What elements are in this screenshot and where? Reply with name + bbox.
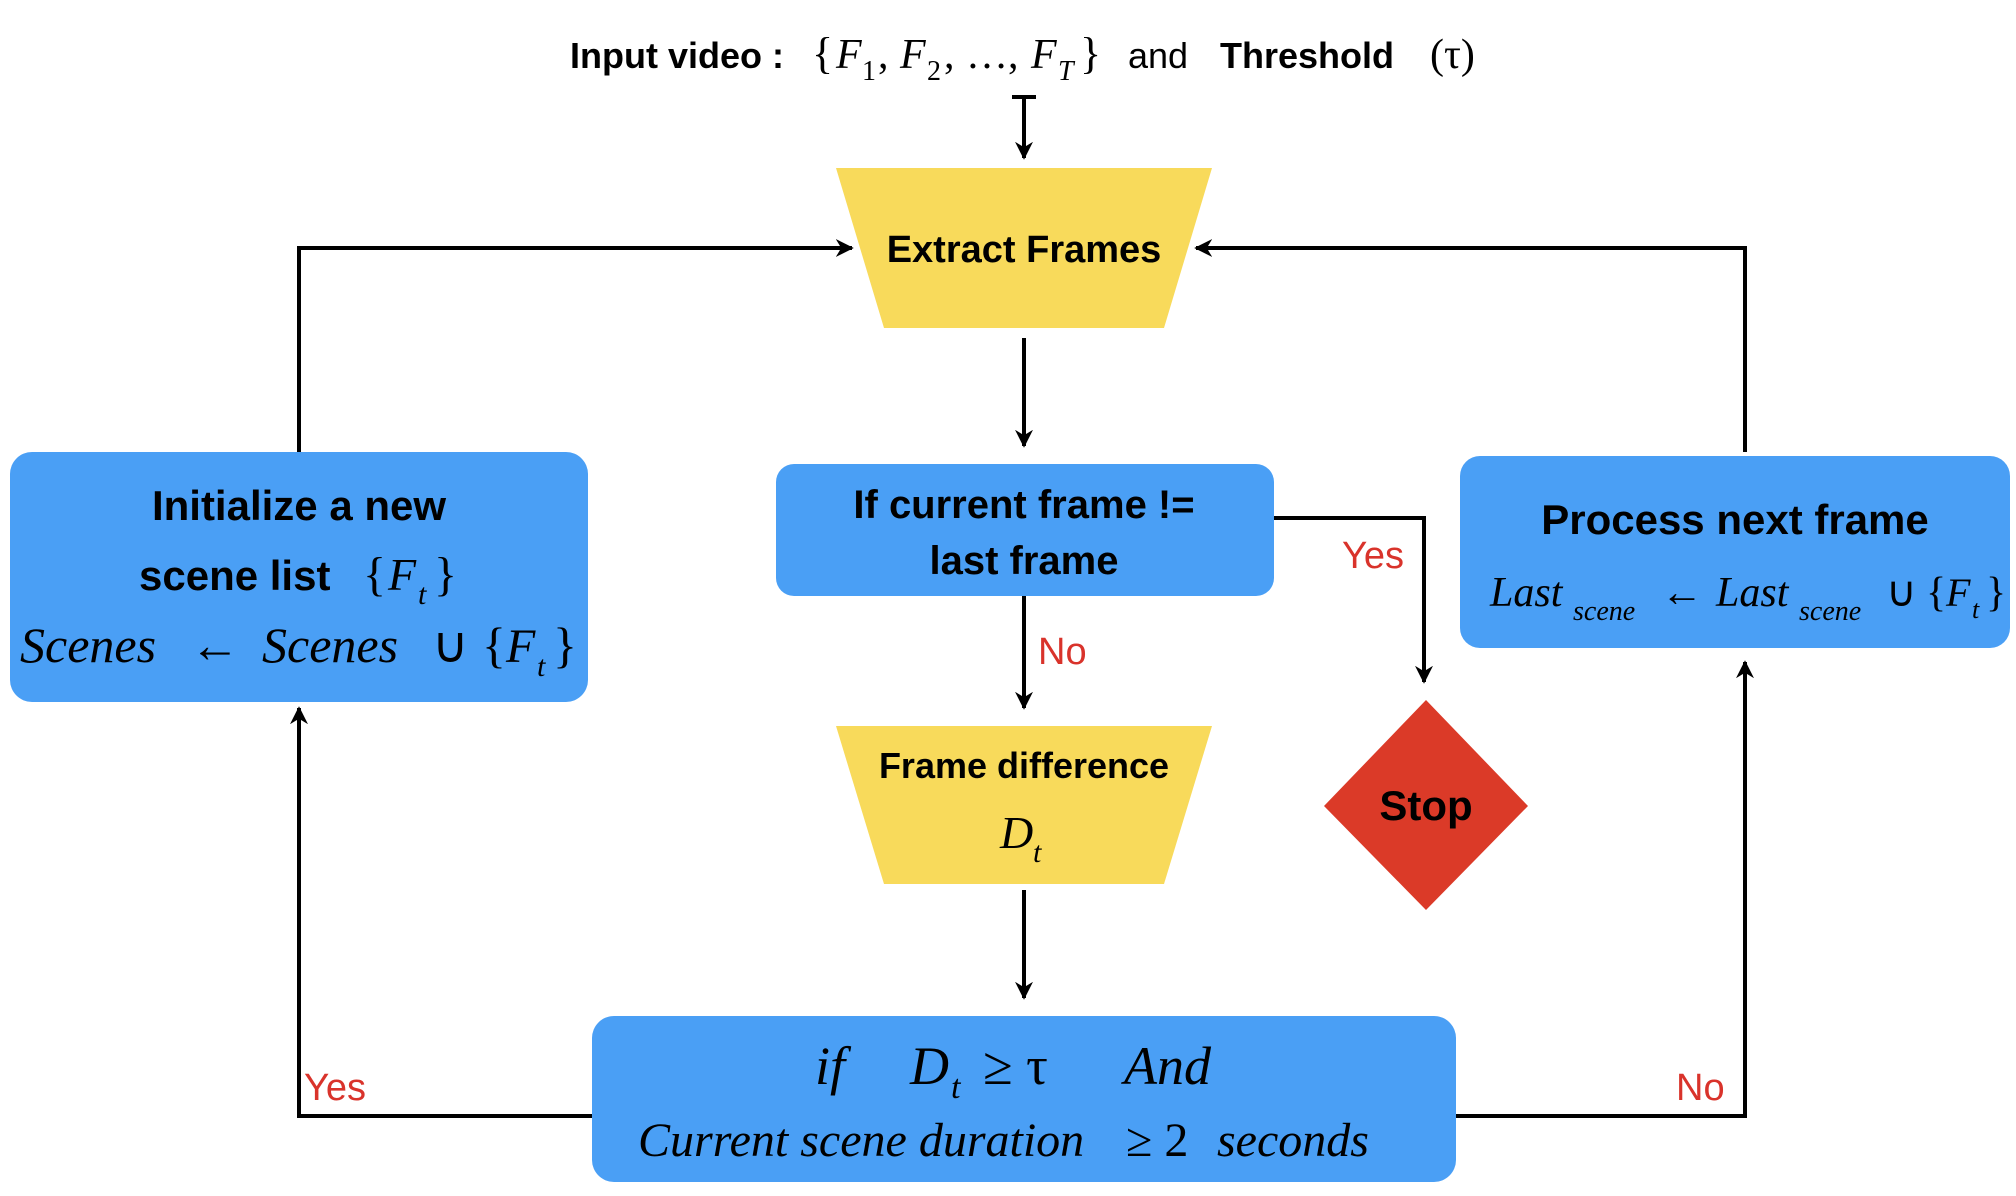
extract-frames-label: Extract Frames [887,229,1162,271]
input-set-open-brace: { [812,29,833,78]
process-f-symbol: F [1945,570,1971,615]
initialize-f-subscript: t [418,578,427,611]
process-sub-a: scene [1573,596,1635,627]
process-next-frame-node: Process next frame Last scene ← Last sce… [1460,456,2010,648]
stop-label: Stop [1379,782,1472,829]
arrow-initialize-to-extract [297,239,854,452]
input-header: Input video : { F 1 , F 2 , … , F T } an… [570,29,1475,87]
frame-difference-symbol: D [999,807,1033,858]
condition-duration-relation: ≥ 2 [1126,1114,1188,1167]
initialize-line2: scene list [139,552,330,599]
initialize-f2-subscript: t [537,650,546,683]
input-set-close-brace: } [1080,29,1101,78]
initialize-set-close: } [434,548,457,601]
frame-2-subscript: 2 [927,56,941,87]
initialize-set-open: { [363,548,386,601]
frame-2-symbol: F [899,32,926,78]
initialize-line1: Initialize a new [152,482,446,529]
stop-node: Stop [1324,700,1528,910]
initialize-scene-node: Initialize a new scene list { F t } Scen… [10,452,588,702]
process-arrow: ← [1661,570,1703,616]
condition-duration-text: Current scene duration [638,1114,1084,1167]
edge-label-check-no: No [1038,631,1087,673]
comma-1: , [878,32,889,78]
threshold-tau: (τ) [1430,32,1475,78]
process-set-open: { [1926,570,1946,616]
initialize-f2-symbol: F [505,620,536,673]
condition-relation: ≥ τ [983,1036,1048,1096]
frame-T-symbol: F [1030,32,1057,78]
process-last-b: Last [1715,570,1790,616]
frame-difference-shape [836,726,1212,884]
stop-shape [1324,700,1528,910]
extract-frames-node: Extract Frames [836,168,1212,328]
process-next-frame-shape [1460,456,2010,648]
initialize-scenes-b: Scenes [262,617,398,673]
condition-duration-unit: seconds [1217,1114,1369,1167]
edge-label-condition-yes: Yes [304,1067,366,1109]
scene-condition-node: if D t ≥ τ And Current scene duration ≥ … [592,1016,1456,1182]
arrow-condition-to-process [1456,660,1754,1118]
frame-check-node: If current frame != last frame [776,464,1274,596]
frame-1-subscript: 1 [862,56,876,87]
initialize-scene-shape [10,452,588,702]
extract-frames-shape [836,168,1212,328]
scene-condition-shape [592,1016,1456,1182]
frame-check-line2: last frame [930,539,1119,583]
input-video-label: Input video : [570,35,784,76]
comma-2: , [944,32,955,78]
threshold-label: Threshold [1220,35,1394,76]
initialize-arrow: ← [190,617,240,673]
arrow-condition-to-initialize [290,706,592,1118]
ellipsis: … [966,32,1008,78]
initialize-f-symbol: F [387,549,417,600]
process-sub-b: scene [1799,596,1861,627]
comma-3: , [1008,32,1019,78]
process-union: ∪ [1886,570,1917,616]
process-title: Process next frame [1541,496,1929,543]
process-f-subscript: t [1972,595,1980,624]
arrow-check-to-stop [1274,516,1433,684]
process-last-a: Last [1489,570,1564,616]
initialize-scenes-a: Scenes [20,617,156,673]
process-set-close: } [1986,570,2006,616]
connectors [290,95,1754,1118]
initialize-union: ∪ [432,617,469,673]
frame-1-symbol: F [835,32,862,78]
frame-check-shape [776,464,1274,596]
condition-and-word: And [1121,1036,1212,1096]
frame-difference-label: Frame difference [879,745,1169,786]
edge-label-condition-no: No [1676,1067,1725,1109]
frame-T-subscript: T [1058,56,1076,87]
and-text: and [1128,35,1188,76]
condition-d-symbol: D [909,1036,949,1096]
frame-difference-node: Frame difference D t [836,726,1212,884]
edge-label-check-yes: Yes [1342,535,1404,577]
initialize-set2-close: } [553,617,577,673]
frame-check-line1: If current frame != [853,483,1194,527]
frame-difference-subscript: t [1033,836,1042,869]
arrow-process-to-extract [1194,239,1747,452]
condition-d-subscript: t [951,1069,962,1106]
initialize-set2-open: { [482,617,506,673]
